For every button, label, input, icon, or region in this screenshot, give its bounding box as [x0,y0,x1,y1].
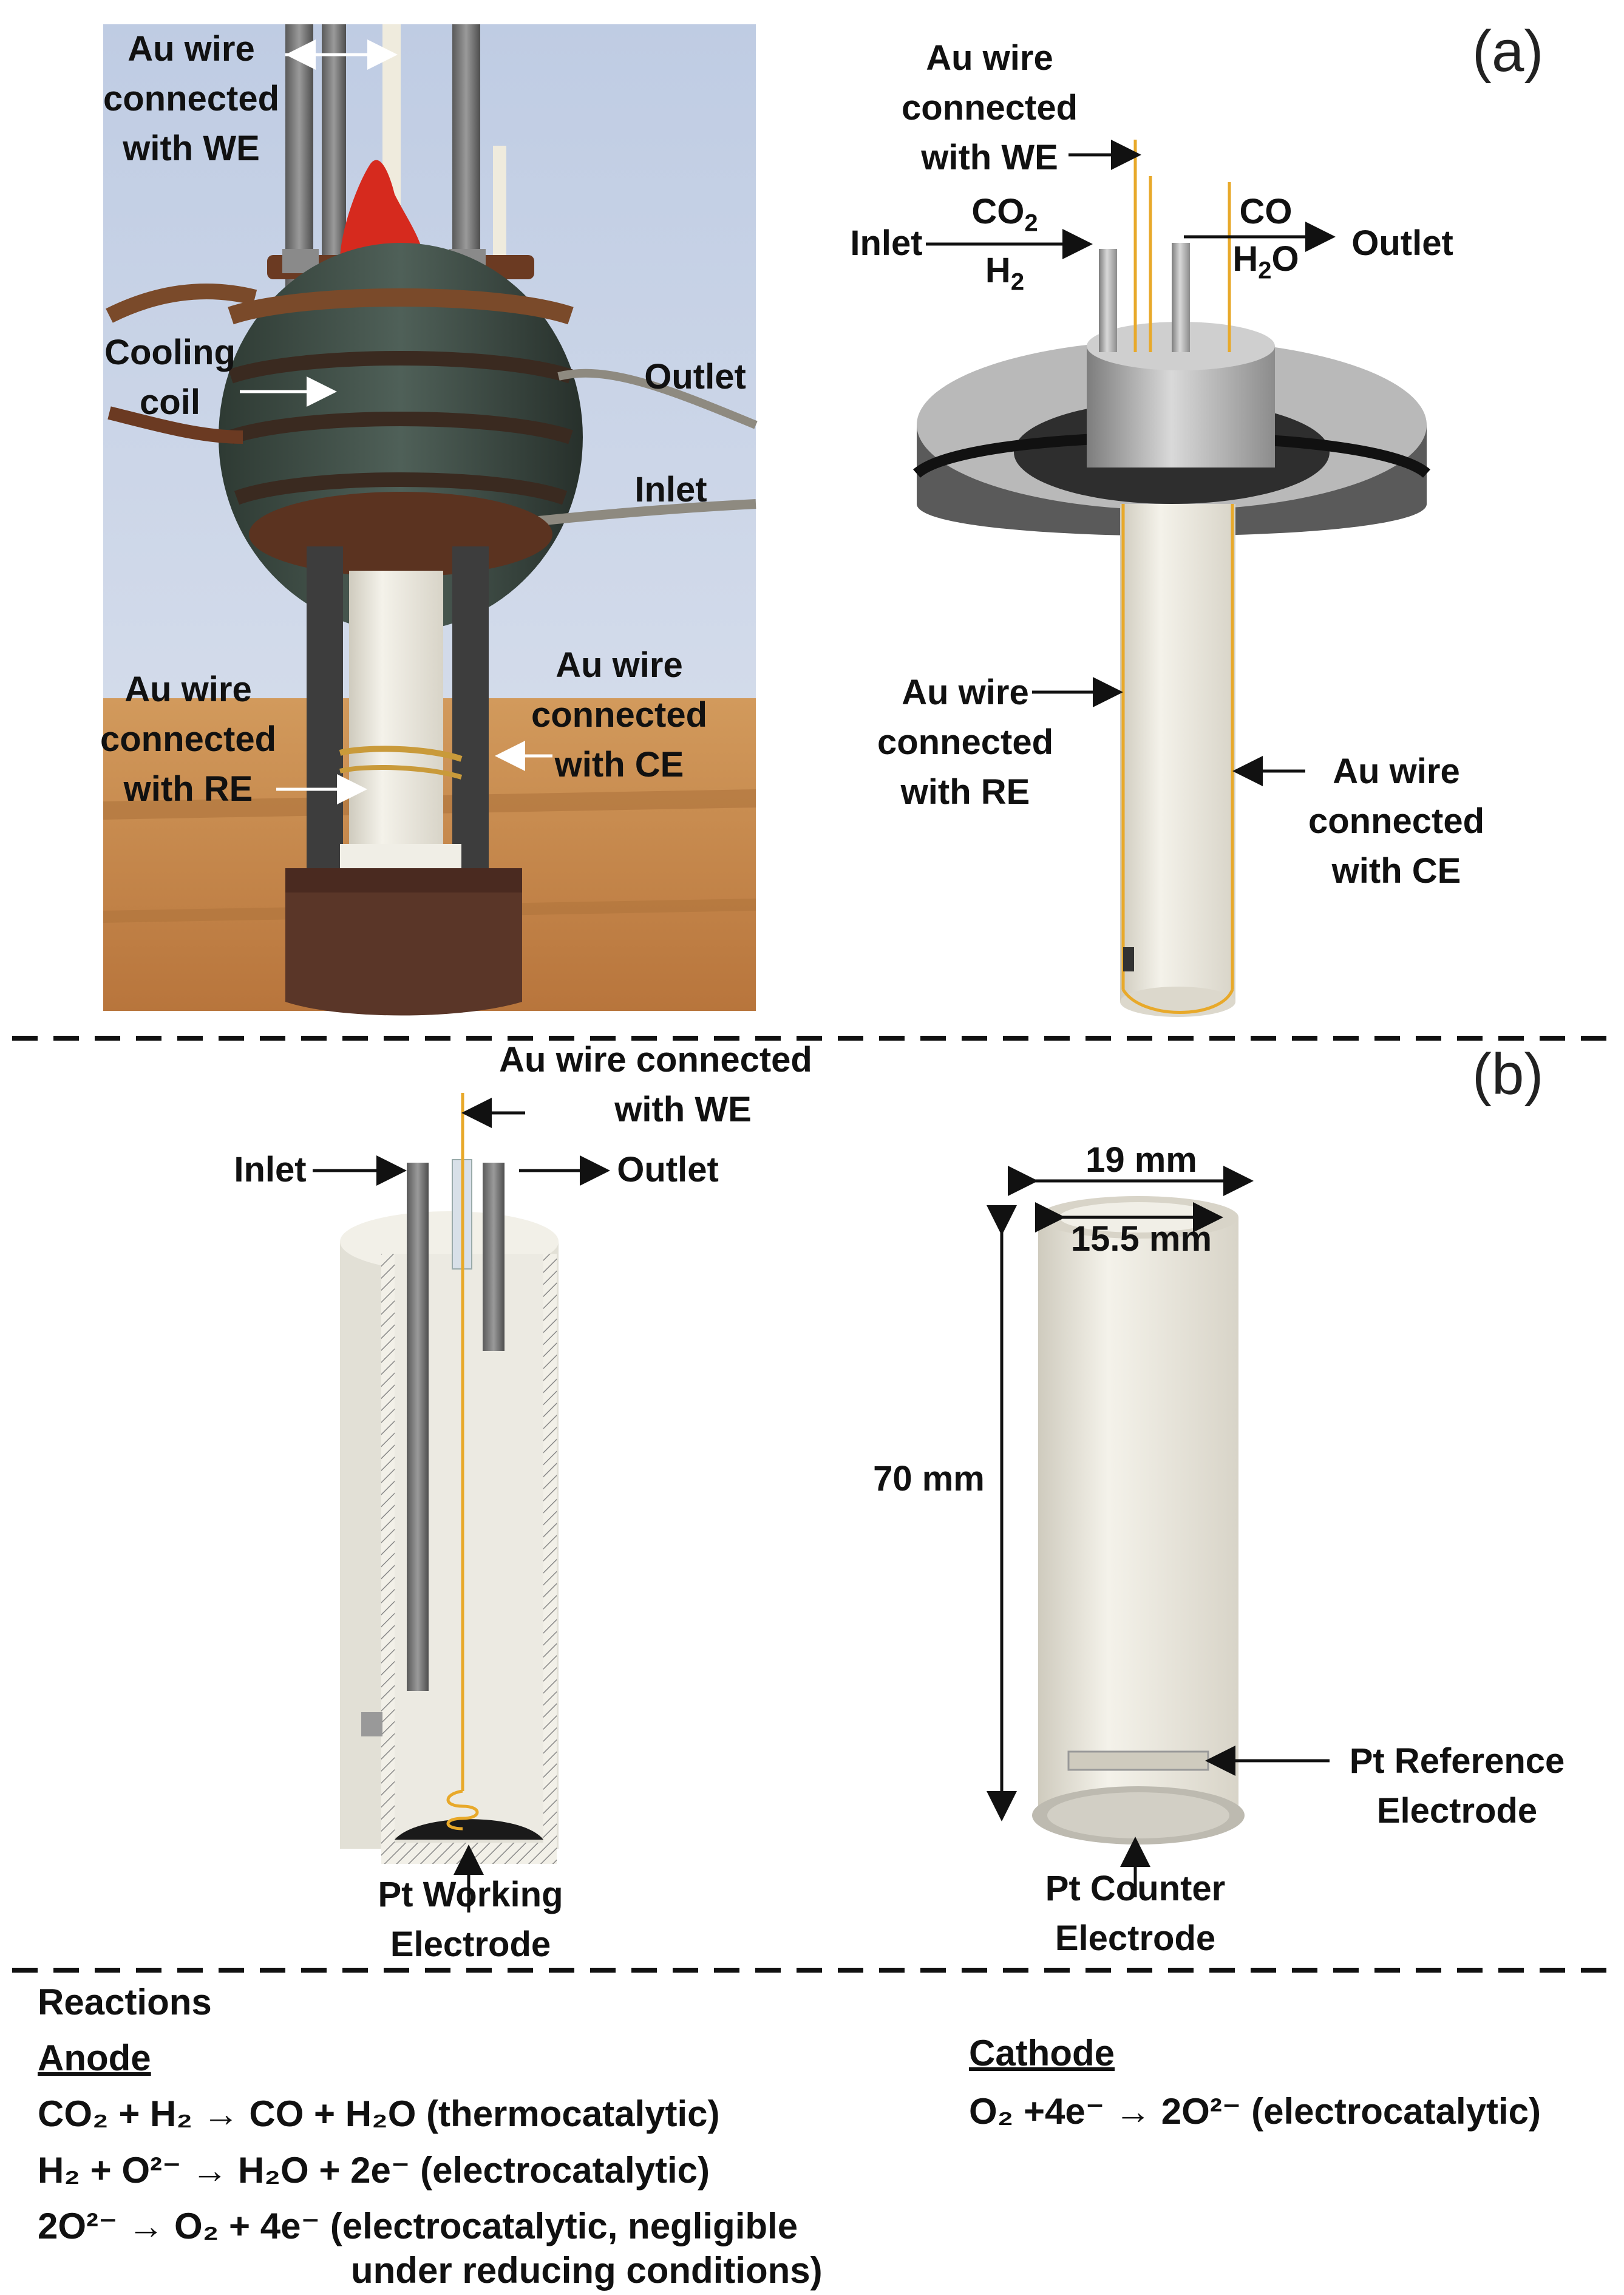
photo-label-inlet: Inlet [634,470,707,509]
dimension-length: 70 mm [873,1459,985,1498]
dimension-outer-diameter: 19 mm [1085,1140,1197,1180]
anode-reaction-3: 2O²⁻ → O₂ + 4e⁻ (electrocatalytic, negli… [38,2206,798,2246]
anode-reaction-2: H₂ + O²⁻ → H₂O + 2e⁻ (electrocatalytic) [38,2150,710,2191]
anode-reaction-3-cont: under reducing conditions) [351,2250,823,2291]
reactions-title: Reactions [38,1982,212,2022]
render-a-label-inlet-gases: CO2 H2 [971,192,1038,296]
render-b-cutaway [340,1093,559,1864]
anode-reaction-1: CO₂ + H₂ → CO + H₂O (thermocatalytic) [38,2093,720,2134]
render-a-label-outlet-gases: CO H2O [1232,192,1299,284]
cathode-reaction-1: O₂ +4e⁻ → 2O²⁻ (electrocatalytic) [969,2091,1541,2132]
arrows [240,39,1336,1912]
dimension-inner-diameter: 15.5 mm [1070,1219,1212,1259]
panel-label-b: (b) [1472,1042,1544,1107]
anode-title: Anode [38,2038,151,2078]
render-b-label-inlet: Inlet [234,1150,307,1189]
spring-coil-icon [446,1789,479,1831]
render-b-outer-tube [1032,1196,1245,1844]
render-a-label-outlet: Outlet [1351,223,1453,263]
reactor-photo [103,24,758,1016]
render-b-label-outlet: Outlet [617,1150,719,1189]
panel-label-a: (a) [1472,19,1544,84]
photo-label-outlet: Outlet [644,357,746,396]
render-a-label-inlet: Inlet [850,223,923,263]
render-a-flange-assembly [913,140,1430,1017]
cathode-title: Cathode [969,2033,1115,2073]
